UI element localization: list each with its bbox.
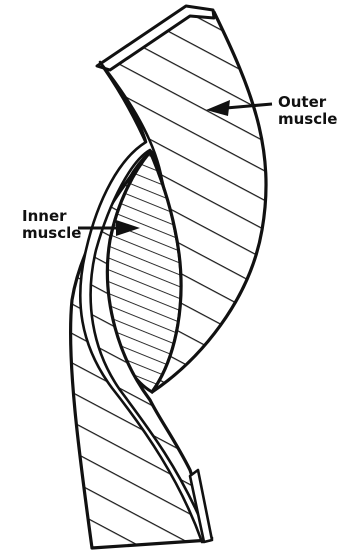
inner-muscle-label: Inner muscle	[22, 208, 81, 242]
inner-muscle-label-line1: Inner	[22, 208, 81, 225]
inner-muscle-label-line2: muscle	[22, 225, 81, 242]
outer-muscle-label: Outer muscle	[278, 94, 337, 128]
outer-muscle-label-line1: Outer	[278, 94, 337, 111]
outer-muscle-label-line2: muscle	[278, 111, 337, 128]
